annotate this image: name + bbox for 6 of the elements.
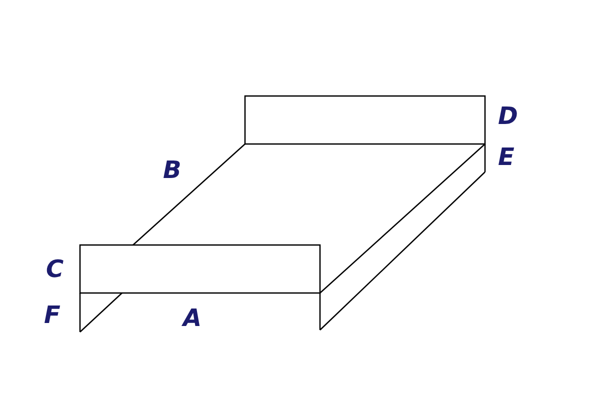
- part-label: F: [44, 303, 60, 327]
- part-label: A: [183, 306, 202, 330]
- part-label: D: [498, 104, 518, 128]
- part-label: E: [498, 145, 514, 169]
- part-label: C: [46, 257, 64, 281]
- part-label: B: [163, 158, 182, 182]
